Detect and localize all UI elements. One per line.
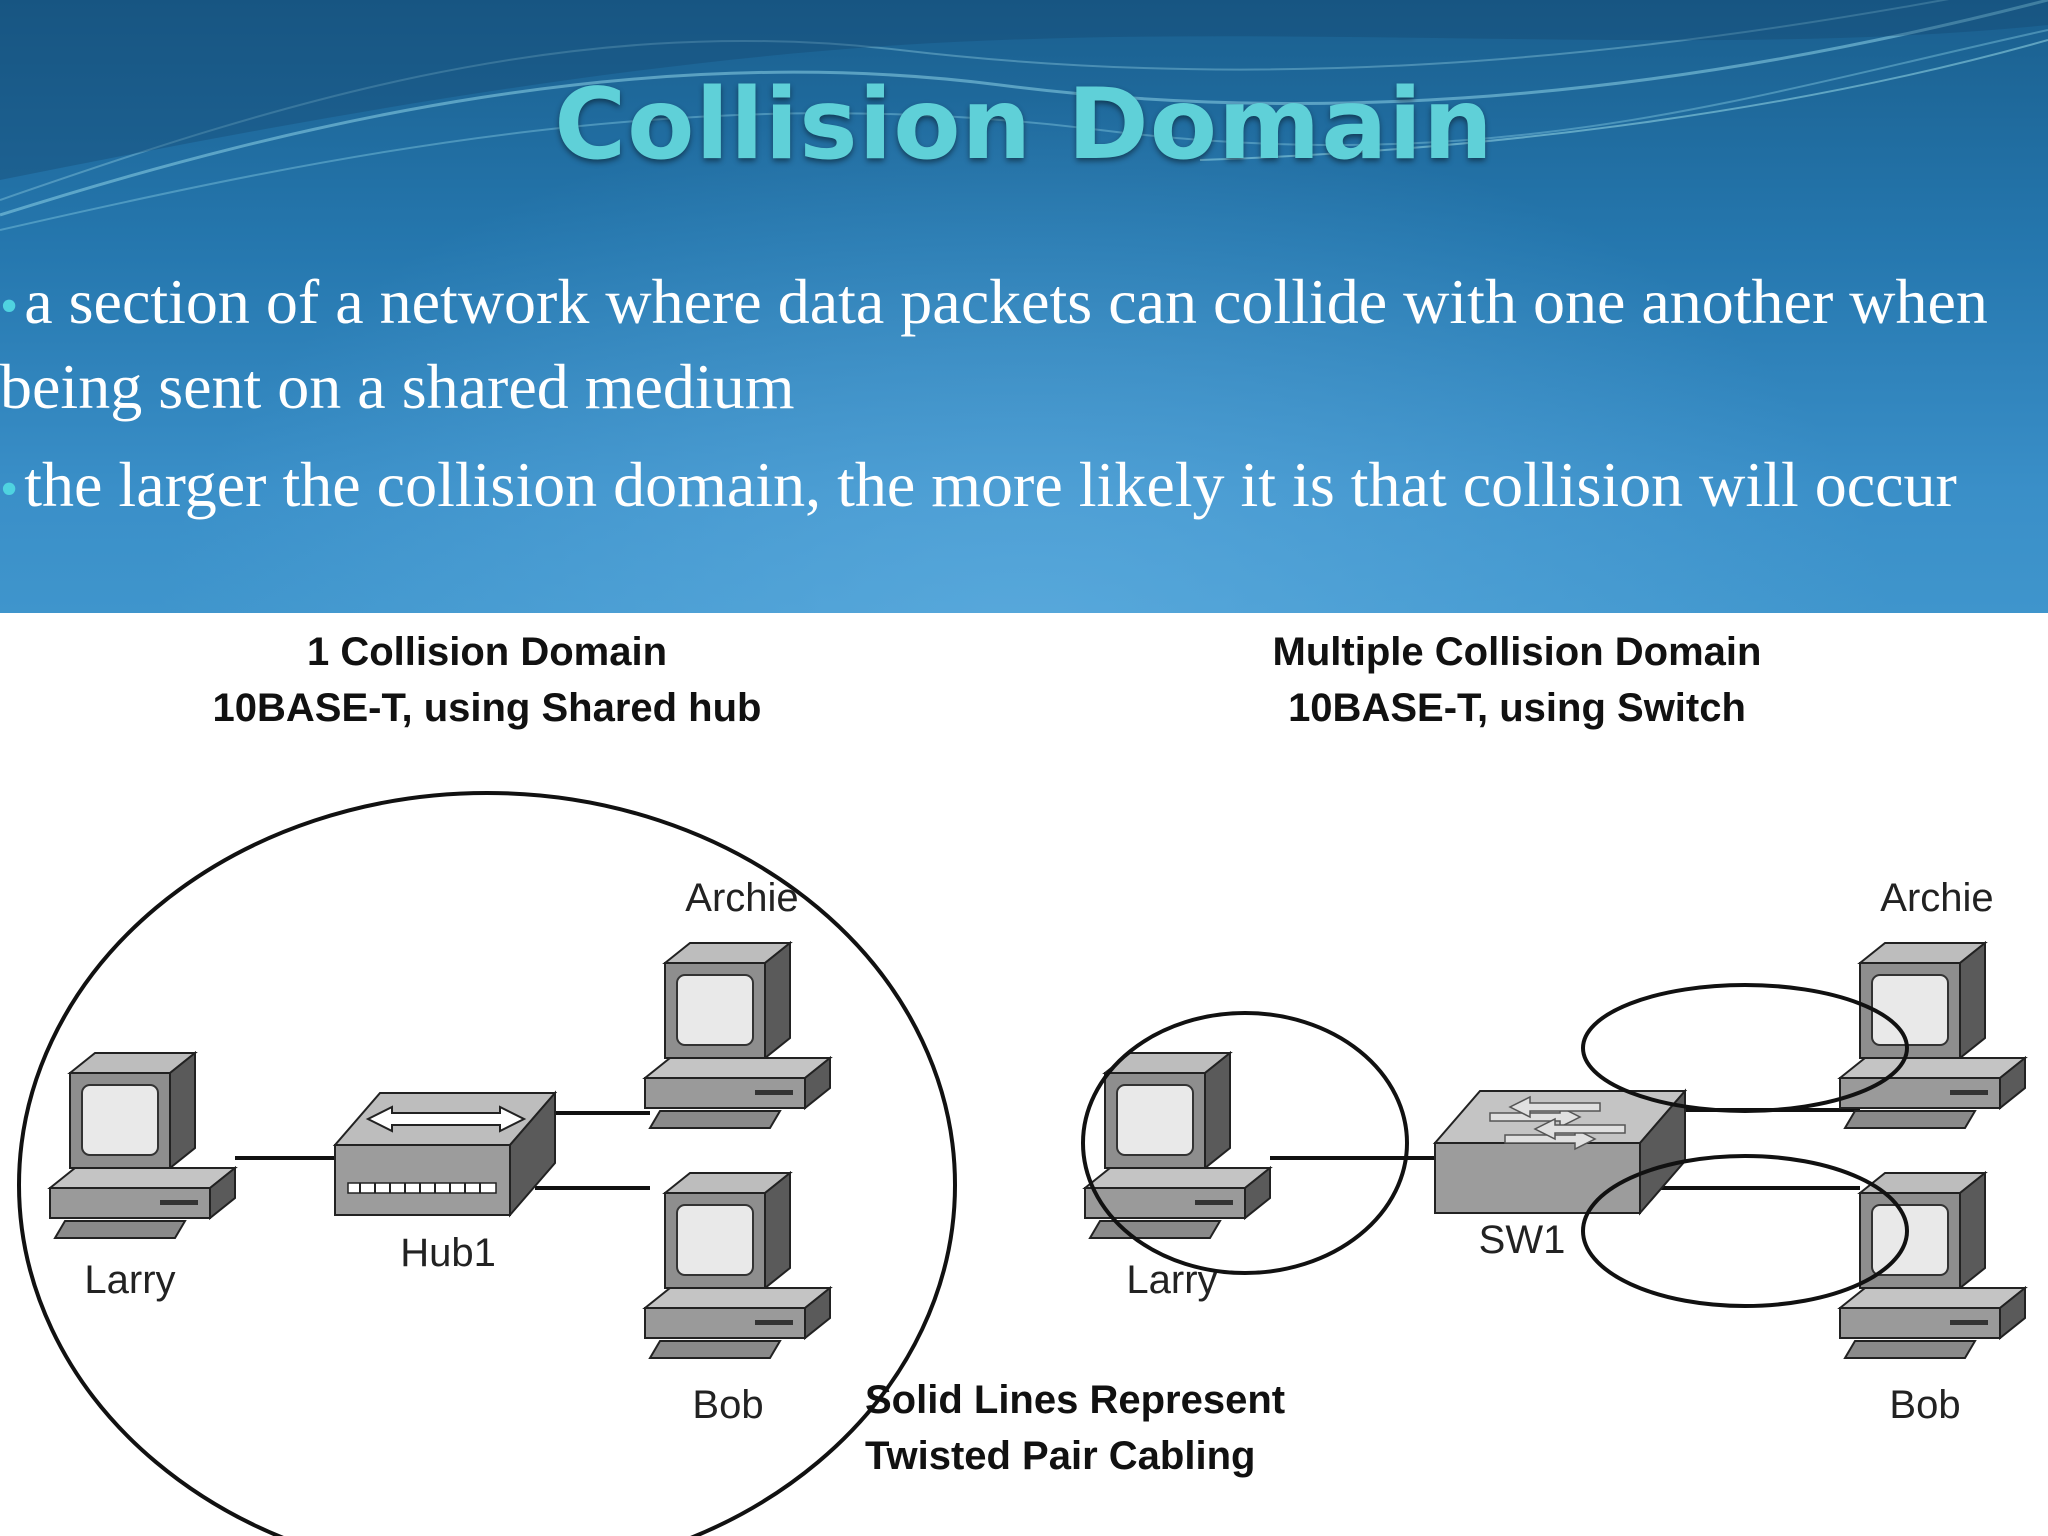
left-title-line1: 1 Collision Domain <box>307 630 667 674</box>
pc-archie-label: Archie <box>685 876 798 920</box>
bullet-marker: • <box>0 278 19 335</box>
single-collision-domain-ellipse <box>17 791 957 1536</box>
bullet-text: the larger the collision domain, the mor… <box>24 449 1957 520</box>
bullet-marker: • <box>0 461 19 518</box>
computer-archie-icon <box>644 942 831 1129</box>
collision-domain-diagram: 1 Collision Domain 10BASE-T, using Share… <box>17 630 2026 1536</box>
bullet-list: •a section of a network where data packe… <box>0 262 2040 548</box>
computer-larry-icon <box>49 1052 236 1239</box>
slide-header: Collision Domain •a section of a network… <box>0 0 2048 613</box>
computer-larry-icon <box>1084 1052 1271 1239</box>
right-switch-diagram: Multiple Collision Domain 10BASE-T, usin… <box>1081 630 2026 1427</box>
pc-larry-label: Larry <box>84 1258 175 1302</box>
left-title-line2: 10BASE-T, using Shared hub <box>213 686 762 730</box>
slide-title: Collision Domain <box>554 68 1494 182</box>
pc-archie-label: Archie <box>1880 876 1993 920</box>
pc-bob-label: Bob <box>1889 1383 1960 1427</box>
hub-icon <box>332 1090 558 1218</box>
pc-bob-label: Bob <box>692 1383 763 1427</box>
cabling-note-line2: Twisted Pair Cabling <box>865 1434 1255 1478</box>
left-shared-hub-diagram: 1 Collision Domain 10BASE-T, using Share… <box>17 630 957 1536</box>
cabling-note-line1: Solid Lines Represent <box>865 1378 1285 1422</box>
switch-label: SW1 <box>1479 1218 1566 1262</box>
right-title-line1: Multiple Collision Domain <box>1273 630 1762 674</box>
hub-label: Hub1 <box>400 1231 496 1275</box>
bullet-text: a section of a network where data packet… <box>0 266 1988 422</box>
pc-larry-label: Larry <box>1126 1258 1217 1302</box>
computer-archie-icon <box>1839 942 2026 1129</box>
computer-bob-icon <box>1839 1172 2026 1359</box>
bullet-item: •a section of a network where data packe… <box>0 262 2040 427</box>
collision-domain-ellipse-larry <box>1081 1011 1409 1275</box>
decorative-waves <box>0 0 2048 231</box>
header-glow <box>0 0 2048 613</box>
collision-domain-ellipse-bob <box>1581 1154 1909 1308</box>
switch-icon <box>1432 1088 1688 1216</box>
bullet-item: •the larger the collision domain, the mo… <box>0 445 2040 530</box>
right-title-line2: 10BASE-T, using Switch <box>1288 686 1746 730</box>
collision-domain-ellipse-archie <box>1581 983 1909 1113</box>
computer-bob-icon <box>644 1172 831 1359</box>
